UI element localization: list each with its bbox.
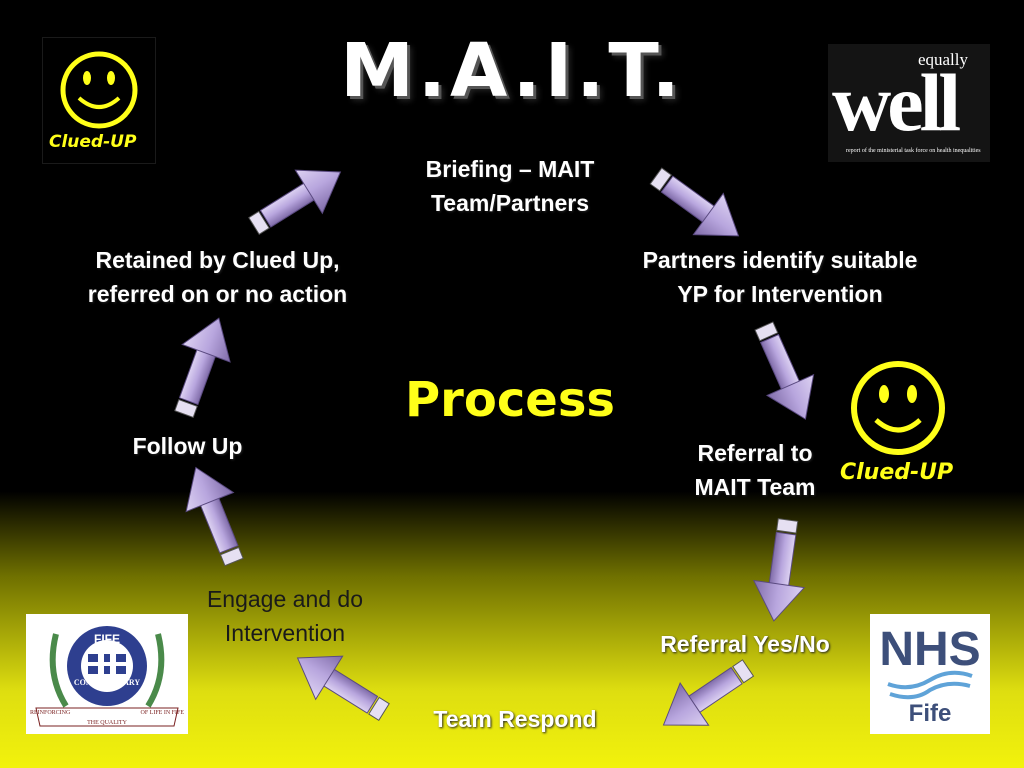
- slide-title: M.A.I.T.: [340, 28, 684, 114]
- arrow-followup-to-retained: [159, 309, 244, 424]
- step-briefing-line1: Briefing – MAIT: [425, 156, 595, 182]
- clued-up-logo-top: Clued-UP: [42, 37, 156, 164]
- arrow-yesno-to-respond: [648, 646, 763, 747]
- step-engage-line1: Engage and do: [206, 586, 364, 612]
- police-badge-icon: [35, 626, 179, 727]
- step-follow-up: Follow Up: [132, 433, 243, 459]
- step-referral-to-line1: Referral to: [697, 440, 813, 466]
- clued-up-logo-right: Clued-UP: [836, 356, 954, 496]
- step-retained: Retained by Clued Up, referred on or no …: [30, 243, 405, 311]
- step-referral-to-line2: MAIT Team: [694, 474, 816, 500]
- step-referral-to: Referral to MAIT Team: [650, 436, 860, 504]
- arrow-engage-to-followup: [171, 457, 259, 573]
- center-label-process: Process: [405, 372, 615, 428]
- step-retained-line1: Retained by Clued Up,: [95, 247, 340, 273]
- fife-logo-name: CONSTABULARY: [73, 678, 141, 687]
- nhs-fife-logo: NHS Fife: [870, 614, 990, 734]
- equally-well-logo: equally well report of the ministerial t…: [828, 44, 990, 162]
- equally-well-logo-small: equally: [917, 50, 968, 69]
- equally-well-logo-word: well: [832, 57, 961, 148]
- fife-logo-motto-left: REINFORCING: [30, 710, 71, 716]
- smiley-icon: [60, 51, 138, 129]
- arrow-referral-to-yesno: [748, 515, 814, 625]
- smiley-icon: [851, 361, 945, 455]
- clued-up-logo-right-text: Clued-UP: [840, 460, 954, 485]
- fife-logo-motto-right: OF LIFE IN FIFE: [140, 710, 184, 716]
- nhs-wave-icon: [887, 670, 973, 700]
- fife-logo-top: FIFE: [94, 632, 120, 646]
- nhs-logo-sub: Fife: [908, 700, 952, 727]
- equally-well-logo-tagline: report of the ministerial task force on …: [846, 148, 981, 154]
- arrow-retained-to-briefing: [240, 149, 355, 249]
- step-retained-line2: referred on or no action: [87, 281, 348, 307]
- step-engage: Engage and do Intervention: [170, 582, 400, 650]
- arrow-respond-to-engage: [283, 635, 398, 735]
- step-briefing: Briefing – MAIT Team/Partners: [360, 152, 660, 220]
- fife-logo-motto-center: THE QUALITY: [87, 720, 127, 726]
- step-briefing-line2: Team/Partners: [430, 190, 590, 216]
- step-team-respond: Team Respond: [433, 706, 597, 732]
- nhs-logo-title: NHS: [879, 623, 981, 676]
- fife-constabulary-logo: FIFE CONSTABULARY REINFORCING OF LIFE IN…: [26, 614, 188, 734]
- clued-up-logo-text: Clued-UP: [49, 132, 137, 152]
- step-referral-yes-no: Referral Yes/No: [660, 631, 830, 657]
- step-identify-line2: YP for Intervention: [677, 281, 883, 307]
- arrow-identify-to-referral: [740, 315, 830, 430]
- step-engage-line2: Intervention: [224, 620, 346, 646]
- step-identify: Partners identify suitable YP for Interv…: [580, 243, 980, 311]
- step-identify-line1: Partners identify suitable: [642, 247, 918, 273]
